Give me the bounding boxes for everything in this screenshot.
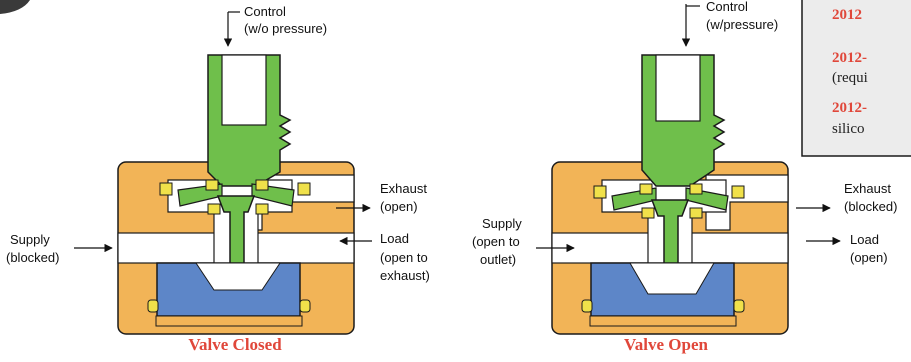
caption-valve-open: Valve Open (624, 335, 708, 354)
o-ring (299, 299, 311, 313)
seal (255, 203, 269, 215)
base-plug (155, 315, 303, 327)
sidebar-item-text: (requi (832, 70, 868, 86)
load-label: Load (380, 231, 409, 246)
stem-bore (655, 54, 701, 122)
control-label: (w/pressure) (706, 17, 778, 32)
supply-label: outlet) (480, 252, 516, 267)
seal (205, 179, 219, 191)
exhaust-label: (open) (380, 199, 418, 214)
load-label: (open to (380, 250, 428, 265)
seal (639, 183, 653, 195)
exhaust-label: (blocked) (844, 199, 897, 214)
valve-closed: Control (w/o pressure) Exhaust (open) Su… (6, 4, 430, 354)
seal (207, 203, 221, 215)
o-ring (581, 299, 593, 313)
sidebar-item-text: silico (832, 121, 865, 137)
stem-bore (221, 54, 267, 126)
control-label: Control (706, 0, 748, 14)
load-label: exhaust) (380, 268, 430, 283)
seal (641, 207, 655, 219)
seal (689, 207, 703, 219)
seal (297, 182, 311, 196)
supply-label: (blocked) (6, 250, 59, 265)
seal (593, 185, 607, 199)
exhaust-label: Exhaust (380, 181, 427, 196)
o-ring (147, 299, 159, 313)
sidebar-item: 2012- (832, 50, 867, 66)
caption-valve-closed: Valve Closed (188, 335, 282, 354)
exhaust-label: Exhaust (844, 181, 891, 196)
supply-label: Supply (10, 232, 50, 247)
o-ring (733, 299, 745, 313)
sidebar-panel: 2012 2012- (requi 2012- silico (801, 0, 911, 157)
corner-decoration (0, 0, 30, 14)
valve-open: Control (w/pressure) Exhaust (blocked) S… (472, 0, 897, 354)
seal (255, 179, 269, 191)
load-label: (open) (850, 250, 888, 265)
seal (159, 182, 173, 196)
control-label: Control (244, 4, 286, 19)
seal (731, 185, 745, 199)
base-cavity (195, 262, 281, 291)
base-plug (589, 315, 737, 327)
seal (689, 183, 703, 195)
control-label: (w/o pressure) (244, 21, 327, 36)
supply-label: Supply (482, 216, 522, 231)
sidebar-item: 2012 (832, 7, 862, 23)
supply-label: (open to (472, 234, 520, 249)
base-cavity (629, 262, 715, 295)
sidebar-item: 2012- (832, 100, 867, 116)
load-label: Load (850, 232, 879, 247)
